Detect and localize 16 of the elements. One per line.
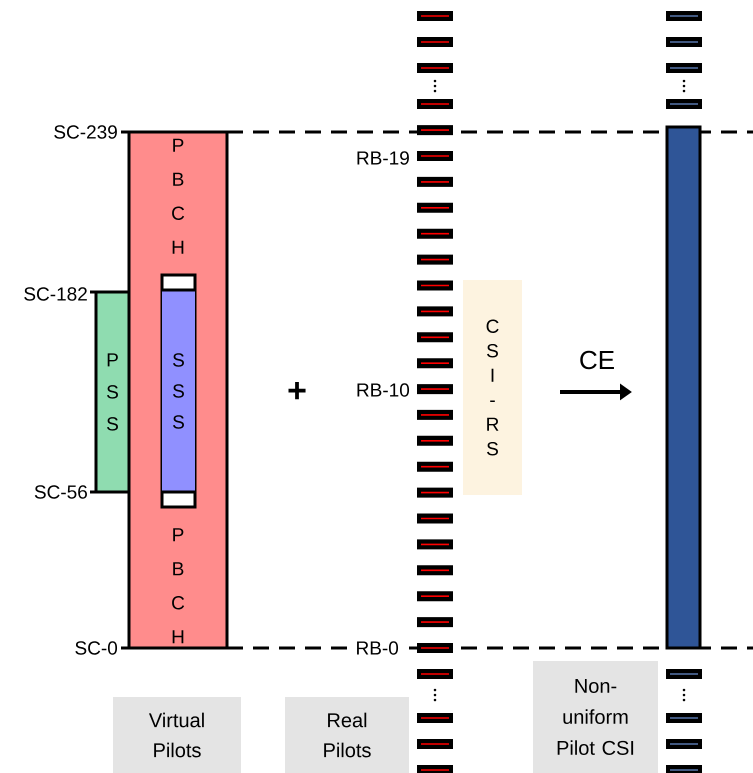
subcarrier-label: SC-239 [54, 125, 117, 139]
channel-bar [666, 126, 702, 650]
subcarrier-label: SC-182 [24, 287, 87, 301]
plus-sign: + [288, 382, 306, 400]
resource-block-label: RB-19 [358, 151, 409, 165]
caption-box: Real Pilots [285, 697, 409, 773]
resource-block-label: RB-0 [354, 640, 400, 656]
subcarrier-label: SC-0 [75, 641, 118, 655]
pss-box: P S S [94, 290, 130, 494]
sss-box: S S S [160, 274, 196, 508]
resource-block-label: RB-10 [358, 383, 410, 397]
subcarrier-label: SC-56 [34, 485, 87, 499]
ce-label: CE [580, 350, 614, 370]
caption-box: Virtual Pilots [113, 697, 241, 773]
caption-box: Non-uniform Pilot CSI [533, 661, 658, 773]
csi-rs-band: C S I - R S [463, 280, 522, 495]
